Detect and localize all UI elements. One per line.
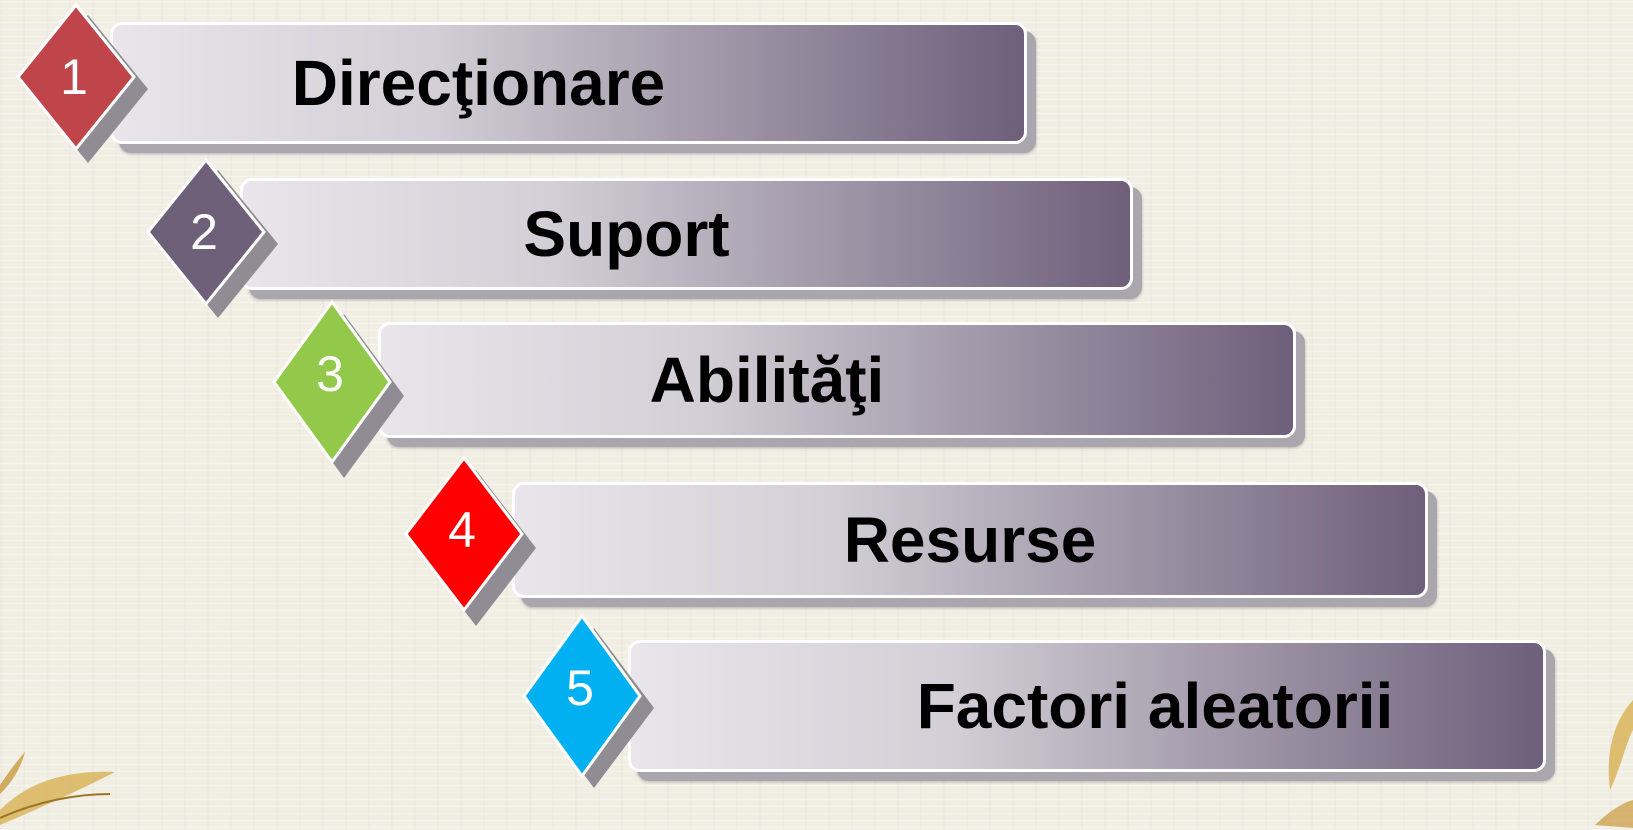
step-label: Direcţionare — [291, 47, 666, 119]
step-number: 4 — [448, 502, 476, 558]
step-label: Resurse — [843, 504, 1097, 576]
step-number-diamond: 4 — [398, 455, 538, 626]
step-number: 1 — [60, 49, 88, 105]
step-number: 2 — [190, 204, 218, 260]
step-number-diamond: 1 — [10, 2, 150, 163]
step-bar: Factori aleatorii — [628, 640, 1546, 772]
step-number: 5 — [566, 660, 594, 716]
step-label: Suport — [523, 198, 730, 270]
step-label: Abilităţi — [649, 344, 885, 416]
step-label: Factori aleatorii — [916, 670, 1394, 742]
step-number: 3 — [316, 346, 344, 402]
step-number-diamond: 3 — [266, 299, 406, 478]
leaf-decoration-left — [0, 752, 115, 825]
step-number-diamond: 5 — [516, 613, 656, 788]
step-bar: Resurse — [512, 482, 1428, 598]
step-bar: Suport — [240, 178, 1133, 290]
step-bar: Abilităţi — [378, 322, 1296, 438]
step-bar: Direcţionare — [110, 22, 1027, 144]
step-number-diamond: 2 — [140, 157, 280, 318]
leaf-decoration-right — [1595, 700, 1633, 828]
